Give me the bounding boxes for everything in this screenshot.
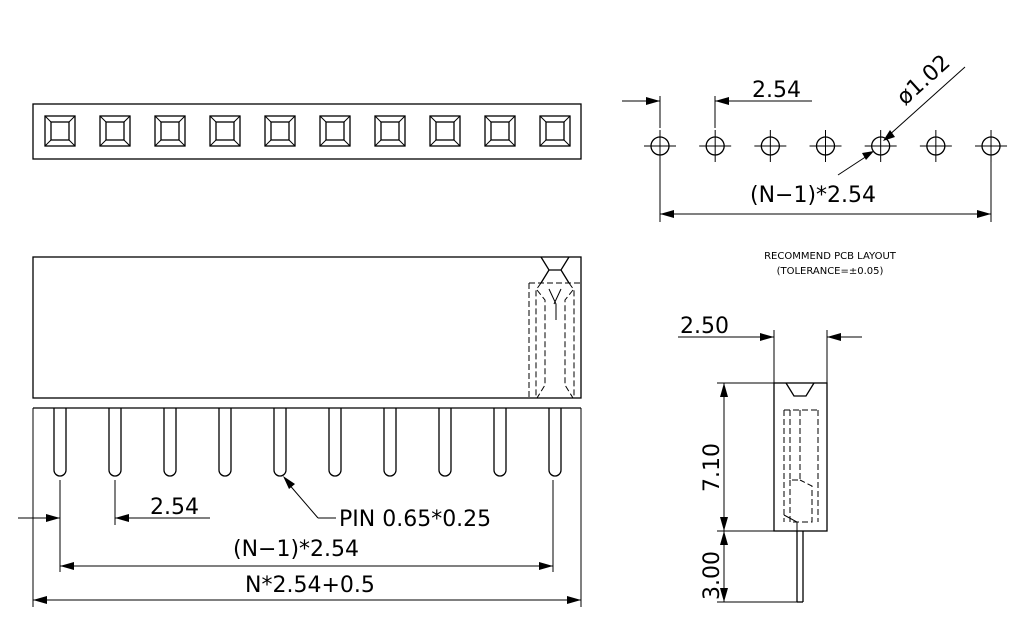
pcb-hole bbox=[864, 130, 897, 162]
pcb-layout-title: RECOMMEND PCB LAYOUT bbox=[764, 251, 897, 262]
pcb-hole bbox=[699, 130, 732, 162]
top-contact bbox=[264, 115, 296, 147]
dim-span-top: (N−1)*2.54 bbox=[750, 183, 876, 208]
pin bbox=[218, 408, 232, 477]
top-contact bbox=[44, 115, 76, 147]
pcb-hole bbox=[809, 130, 842, 162]
dim-overall-length: N*2.54+0.5 bbox=[245, 573, 375, 598]
top-contact bbox=[484, 115, 516, 147]
dim-pitch-top: 2.54 bbox=[752, 78, 801, 103]
top-view-body bbox=[32, 103, 582, 160]
top-contact bbox=[209, 115, 241, 147]
dim-span-bottom: (N−1)*2.54 bbox=[233, 537, 359, 562]
pin bbox=[438, 408, 452, 477]
top-contact bbox=[429, 115, 461, 147]
top-contact bbox=[374, 115, 406, 147]
front-view-body bbox=[32, 256, 582, 399]
top-contacts bbox=[44, 115, 571, 147]
pcb-holes bbox=[644, 130, 1008, 162]
pcb-hole bbox=[975, 130, 1008, 162]
dim-pin-size: PIN 0.65*0.25 bbox=[339, 507, 491, 532]
side-view: 2.50 7.10 3.00 bbox=[678, 314, 862, 603]
pin bbox=[328, 408, 342, 477]
pin bbox=[53, 408, 67, 477]
pcb-hole bbox=[919, 130, 952, 162]
pin bbox=[383, 408, 397, 477]
dim-body-height: 7.10 bbox=[700, 443, 725, 492]
dim-body-depth: 2.50 bbox=[680, 314, 729, 339]
pin bbox=[163, 408, 177, 477]
pin bbox=[548, 408, 562, 477]
pin bbox=[493, 408, 507, 477]
pin bbox=[108, 408, 122, 477]
pcb-layout-tolerance: (TOLERANCE=±0.05) bbox=[777, 266, 884, 277]
dim-pin-length: 3.00 bbox=[700, 551, 725, 600]
side-view-body bbox=[773, 382, 828, 532]
front-view bbox=[32, 256, 582, 477]
pcb-hole bbox=[754, 130, 787, 162]
top-contact bbox=[539, 115, 571, 147]
front-dimensions: 2.54 PIN 0.65*0.25 (N−1)*2.54 N*2.54+0.5 bbox=[18, 408, 582, 607]
top-contact bbox=[319, 115, 351, 147]
top-view bbox=[32, 103, 582, 160]
dim-pitch-bottom: 2.54 bbox=[150, 495, 199, 520]
pcb-hole bbox=[644, 130, 676, 162]
pins bbox=[53, 408, 562, 477]
top-contact bbox=[99, 115, 131, 147]
pin bbox=[273, 408, 287, 477]
dim-hole-diameter: ø1.02 bbox=[892, 50, 955, 110]
contact-detail bbox=[528, 256, 582, 399]
top-contact bbox=[154, 115, 186, 147]
pcb-layout: 2.54 ø1.02 (N−1)*2.54 RECOMMEND PCB LAYO… bbox=[622, 50, 1008, 277]
